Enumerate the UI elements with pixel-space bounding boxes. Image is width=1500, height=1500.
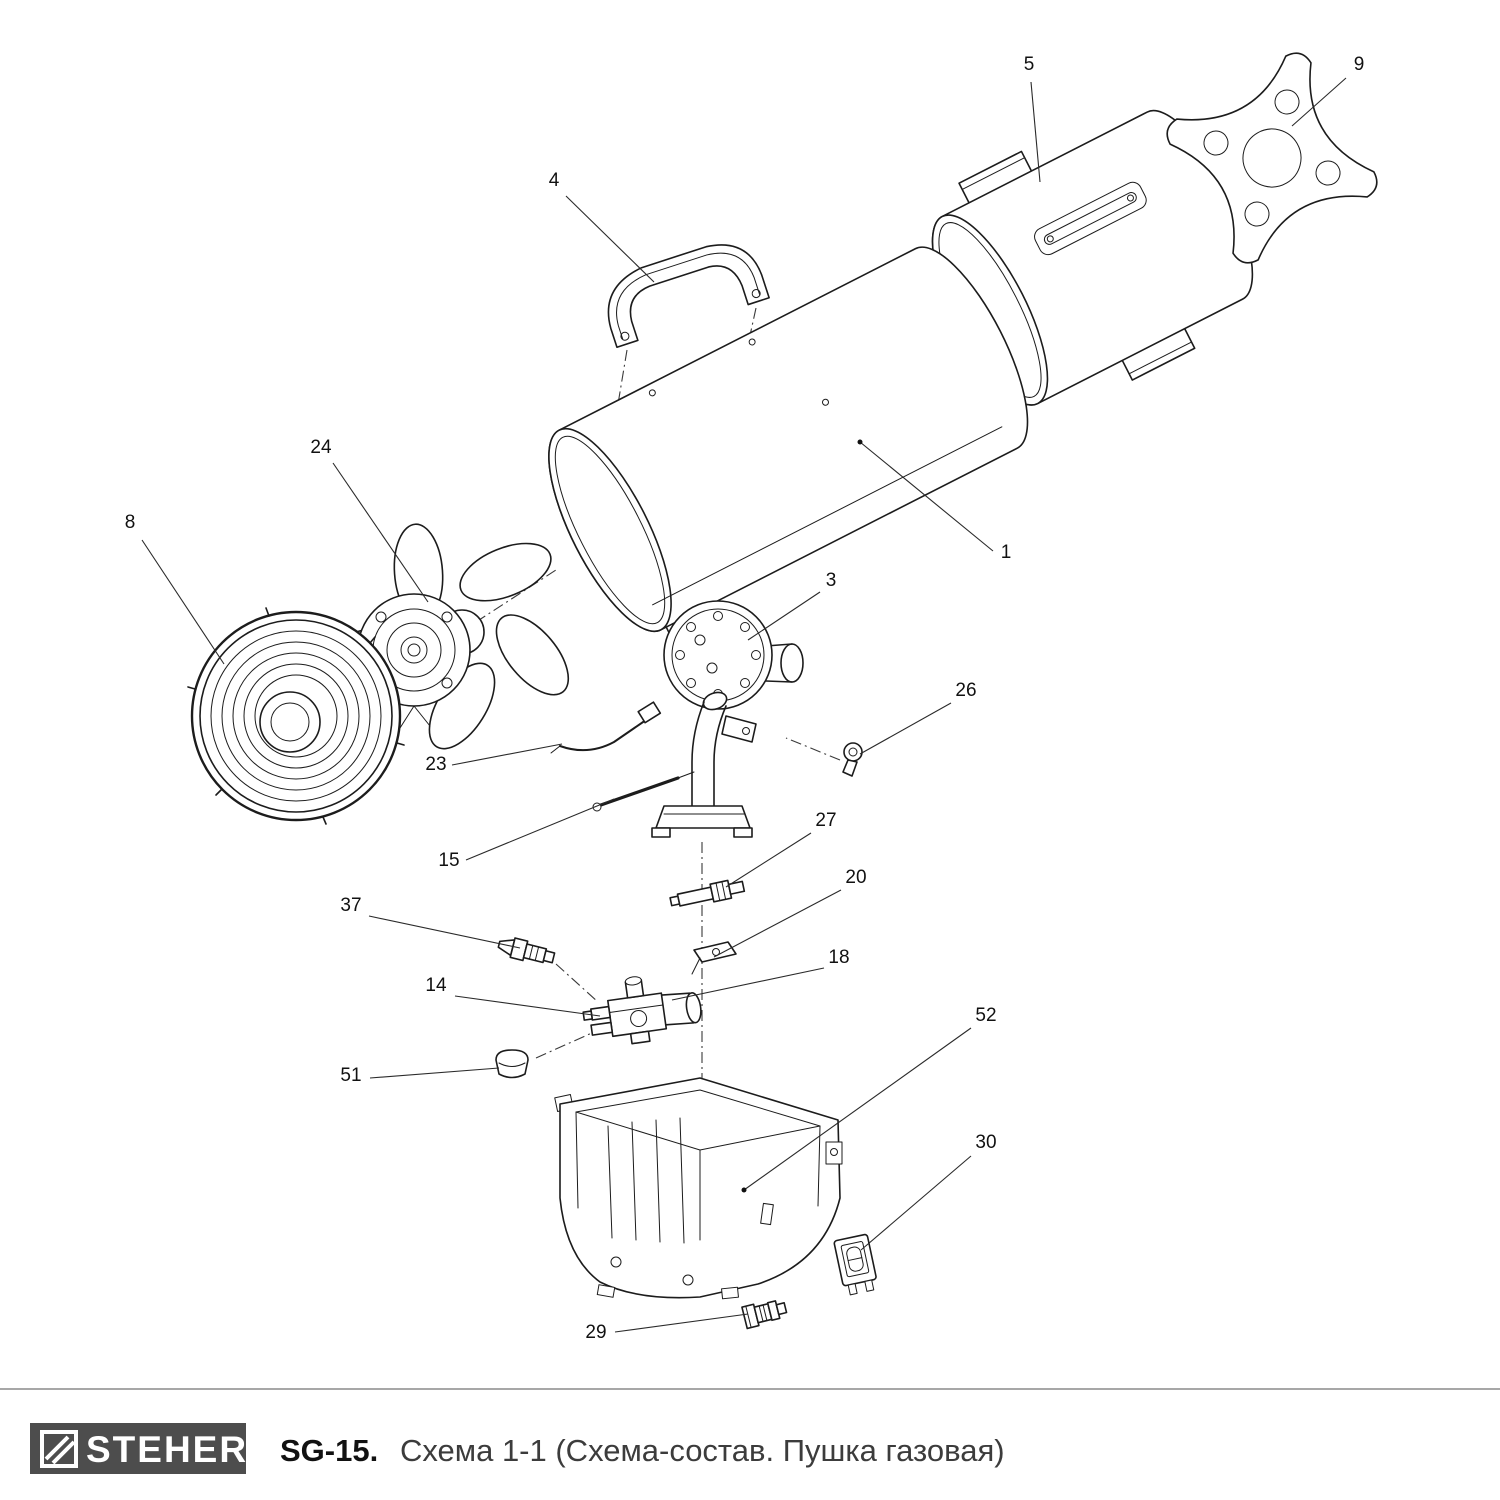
drawing-scheme-title: Схема 1-1 (Схема-состав. Пушка газовая) [400, 1433, 1005, 1468]
part-cable-gland [741, 1300, 788, 1330]
callout-label-27: 27 [815, 810, 836, 831]
callout-label-52: 52 [975, 1005, 996, 1026]
callout-label-29: 29 [585, 1322, 606, 1343]
leader-line-37 [368, 915, 521, 949]
leader-line-23 [451, 743, 563, 766]
leader-line-9 [1291, 77, 1347, 127]
leader-line-1 [859, 441, 994, 552]
part-power-switch [833, 1233, 877, 1296]
part-motor-with-fan [343, 523, 570, 750]
callout-label-23: 23 [425, 754, 446, 775]
leader-line-24 [332, 462, 429, 603]
drawing-model-label: SG-15. [280, 1433, 378, 1468]
callout-label-9: 9 [1354, 54, 1365, 75]
callout-label-24: 24 [310, 437, 332, 458]
brand-logo-mark-icon [40, 1430, 78, 1468]
callout-labels: 1 3 4 5 8 9 14 15 18 20 23 24 26 27 29 3… [125, 54, 1365, 1343]
leader-line-5 [1030, 81, 1041, 183]
leader-line-26 [859, 702, 952, 755]
leader-line-52 [743, 1027, 972, 1191]
leader-line-27 [725, 832, 812, 888]
brand-logo-text: STEHER [86, 1429, 248, 1470]
callout-label-30: 30 [975, 1132, 996, 1153]
callout-label-26: 26 [955, 680, 976, 701]
part-valve-stem [669, 879, 746, 907]
callout-label-15: 15 [438, 850, 459, 871]
part-hose-fitting [497, 937, 556, 964]
callout-label-37: 37 [340, 895, 361, 916]
leader-line-30 [860, 1155, 972, 1251]
callout-label-5: 5 [1024, 54, 1035, 75]
callout-label-20: 20 [845, 867, 866, 888]
callout-label-1: 1 [1001, 542, 1012, 563]
part-injector-rod [592, 771, 695, 812]
leader-lines [141, 77, 1347, 1333]
leader-line-20 [713, 889, 842, 958]
part-gas-valve-assembly [582, 976, 702, 1045]
leader-line-14 [454, 995, 601, 1017]
callout-label-8: 8 [125, 512, 136, 533]
part-fan-guard [187, 607, 405, 825]
leader-line-8 [141, 539, 225, 665]
part-rear-casing-cylinder [931, 109, 1254, 406]
part-combustion-chamber [548, 246, 1029, 635]
leader-line-51 [369, 1067, 500, 1079]
leader-line-29 [614, 1313, 749, 1333]
callout-label-51: 51 [340, 1065, 361, 1086]
leader-line-4 [565, 195, 655, 283]
callout-label-14: 14 [425, 975, 447, 996]
brand-logo: STEHER [30, 1423, 248, 1474]
callout-label-4: 4 [549, 170, 560, 191]
part-ignition-electrode [550, 701, 662, 754]
footer: STEHER SG-15. Схема 1-1 (Схема-состав. П… [0, 1388, 1500, 1474]
part-mounting-star [1166, 52, 1378, 264]
leader-line-3 [747, 591, 821, 641]
part-knob-cap [495, 1049, 529, 1079]
part-base-housing [554, 1077, 843, 1300]
part-screw-fitting [842, 742, 863, 777]
callout-label-18: 18 [828, 947, 849, 968]
callout-label-3: 3 [826, 570, 837, 591]
leader-line-15 [465, 798, 615, 861]
part-bracket [691, 941, 737, 975]
leader-line-18 [671, 967, 825, 1001]
part-burner-assembly [651, 600, 804, 838]
